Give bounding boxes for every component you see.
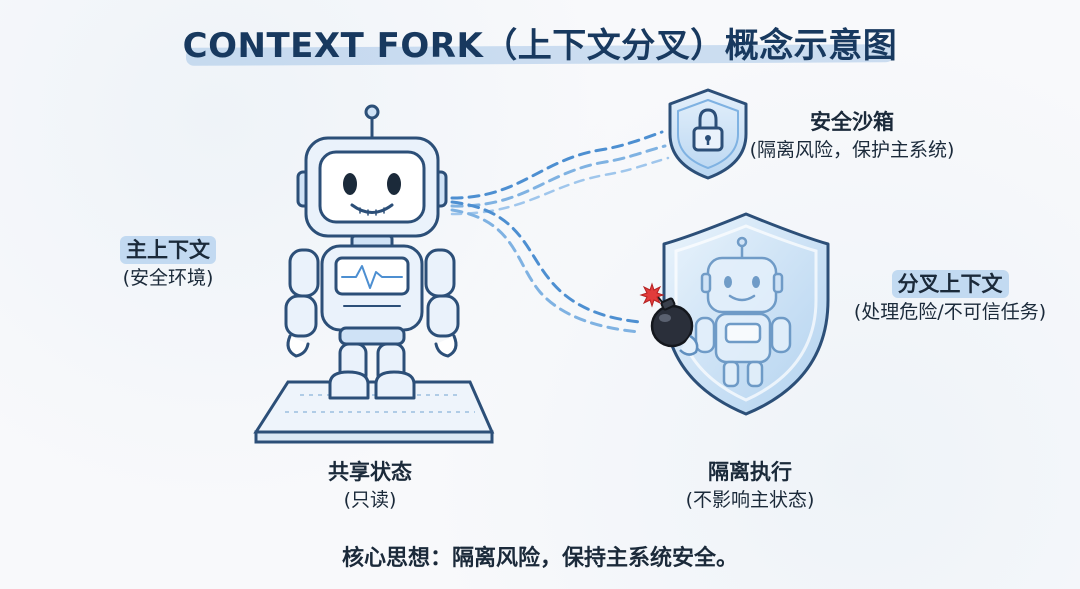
page-title: CONTEXT FORK（上下文分叉）概念示意图 — [182, 26, 898, 66]
main-context-title: 主上下文 — [120, 236, 216, 264]
shared-state-subtitle: (只读) — [343, 489, 397, 511]
fork-context-label: 分叉上下文 (处理危险/不可信任务) — [820, 270, 1080, 326]
fork-context-title: 分叉上下文 — [891, 270, 1009, 298]
fork-context-subtitle: (处理危险/不可信任务) — [853, 301, 1047, 323]
main-context-subtitle: (安全环境) — [122, 267, 214, 289]
isolated-exec-title: 隔离执行 — [708, 460, 792, 484]
forked-robot — [694, 236, 792, 388]
sandbox-subtitle: (隔离风险，保护主系统) — [749, 139, 955, 161]
sandbox-label: 安全沙箱 (隔离风险，保护主系统) — [742, 108, 962, 164]
lock-shield-icon — [668, 88, 748, 180]
shared-state-title: 共享状态 — [328, 460, 412, 484]
isolated-exec-subtitle: (不影响主状态) — [685, 489, 815, 511]
main-context-label: 主上下文 (安全环境) — [108, 236, 228, 292]
isolated-exec-label: 隔离执行 (不影响主状态) — [650, 458, 850, 514]
sandbox-title: 安全沙箱 — [810, 110, 894, 134]
bomb-icon — [639, 282, 699, 356]
core-idea-footer: 核心思想：隔离风险，保持主系统安全。 — [341, 546, 738, 571]
shared-state-label: 共享状态 (只读) — [300, 458, 440, 514]
main-robot — [284, 104, 460, 400]
platform — [253, 380, 495, 444]
fork-paths — [450, 130, 670, 334]
